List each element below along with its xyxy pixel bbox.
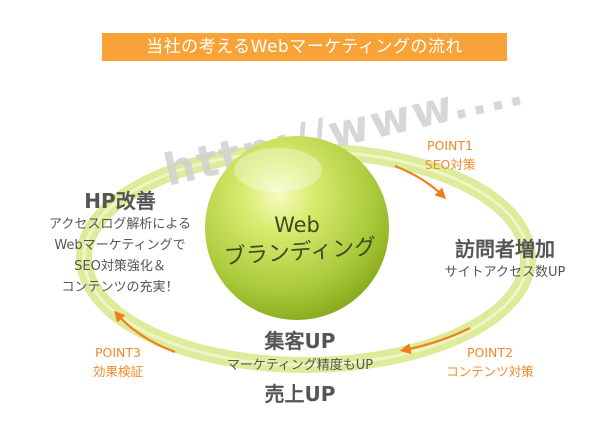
point3-subtitle: 効果検証 <box>92 364 143 379</box>
hp-desc-line: コンテンツの充実！ <box>61 280 179 295</box>
point2-label: POINT2 コンテンツ対策 <box>435 343 545 381</box>
flow-arrow-top-right <box>394 164 447 200</box>
point3-label: POINT3 効果検証 <box>78 343 158 381</box>
customer-acquisition-title: 集客UP <box>264 329 336 353</box>
sphere-label-web: Web <box>274 213 320 237</box>
hp-desc-line: Webマーケティングで <box>54 238 186 253</box>
flow-arrow-bottom-left <box>114 310 176 354</box>
flow-arrow-bottom-right <box>399 327 471 355</box>
visitor-increase-subtitle: サイトアクセス数UP <box>444 265 566 280</box>
point1-subtitle: SEO対策 <box>424 157 476 172</box>
sphere-highlight <box>234 148 322 192</box>
point3-title: POINT3 <box>94 345 141 360</box>
hp-desc-line: アクセスログ解析による <box>49 217 191 232</box>
point2-subtitle: コンテンツ対策 <box>446 364 534 379</box>
point1-title: POINT1 <box>426 138 473 153</box>
sales-up-title: 売上UP <box>264 382 336 406</box>
visitor-increase-title: 訪問者増加 <box>455 237 555 261</box>
web-branding-sphere <box>205 136 389 320</box>
marketing-accuracy-text: マーケティング精度もUP <box>226 358 374 373</box>
hp-improvement-desc: アクセスログ解析による Webマーケティングで SEO対策強化＆ コンテンツの充… <box>10 214 230 298</box>
title-banner: 当社の考えるWebマーケティングの流れ <box>102 33 507 61</box>
point2-title: POINT2 <box>466 345 513 360</box>
hp-improvement-title: HP改善 <box>84 189 156 213</box>
point1-label: POINT1 SEO対策 <box>410 136 490 174</box>
hp-desc-line: SEO対策強化＆ <box>74 259 166 274</box>
